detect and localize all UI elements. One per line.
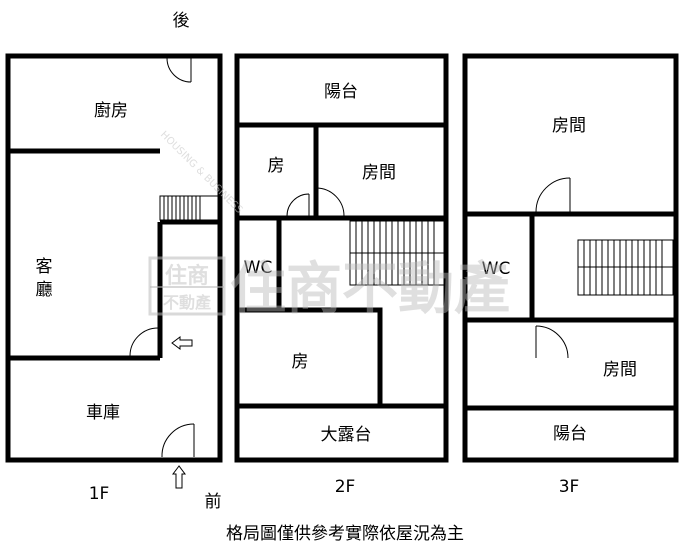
door-room-lower [535,325,569,359]
front-arrow-icon [172,465,186,489]
front-label: 前 [205,492,222,512]
disclaimer-caption: 格局圖僅供參考實際依屋況為主 [226,524,464,544]
floor-3f-name: 3F [559,477,580,497]
room-2f-terrace-label: 大露台 [321,425,372,445]
room-3f-wc-label: WC [482,259,511,279]
stairs-3f [577,239,674,296]
door-kitchen-rear [166,57,192,83]
watermark-brand-text: 住商不動產 [230,257,510,322]
door-living [129,327,159,357]
door-room-small [286,193,310,217]
entry-arrow-icon [171,336,193,350]
room-3f-balcony-label: 陽台 [553,424,587,444]
brand-watermark: 住商 不動產 住商不動產 HOUSING & BUSINESS [148,129,510,322]
door-garage-front [161,423,195,458]
room-2f-main-label: 房間 [362,163,396,183]
room-kitchen-label: 廚房 [94,100,128,121]
rear-label: 後 [173,11,190,31]
floor-1f-name: 1F [89,484,110,504]
floor-3f [462,53,679,463]
room-garage-label: 車庫 [86,403,120,423]
floor-2f-outline [234,53,449,463]
room-2f-small-label: 房 [268,156,285,176]
watermark-logo-top: 住商 [165,263,209,289]
floor-2f-name: 2F [335,477,356,497]
room-living-label-2: 廳 [36,280,53,300]
watermark-logo-bottom: 不動產 [163,293,211,312]
room-living-label-1: 客 [36,257,53,277]
room-2f-balcony-label: 陽台 [324,82,358,102]
floor-3f-outline [462,53,679,463]
room-3f-lower-label: 房間 [603,360,637,380]
stairs-2f [349,220,445,286]
stairs-1f [159,195,219,221]
door-room-upper [535,177,571,213]
room-3f-upper-label: 房間 [552,116,586,136]
room-2f-wc-label: WC [244,258,273,278]
watermark-slogan: HOUSING & BUSINESS [158,129,245,216]
floor-2f [234,53,449,463]
room-2f-lower-label: 房 [292,352,309,372]
room-lower-outline [234,307,383,409]
door-room-main [315,187,345,217]
